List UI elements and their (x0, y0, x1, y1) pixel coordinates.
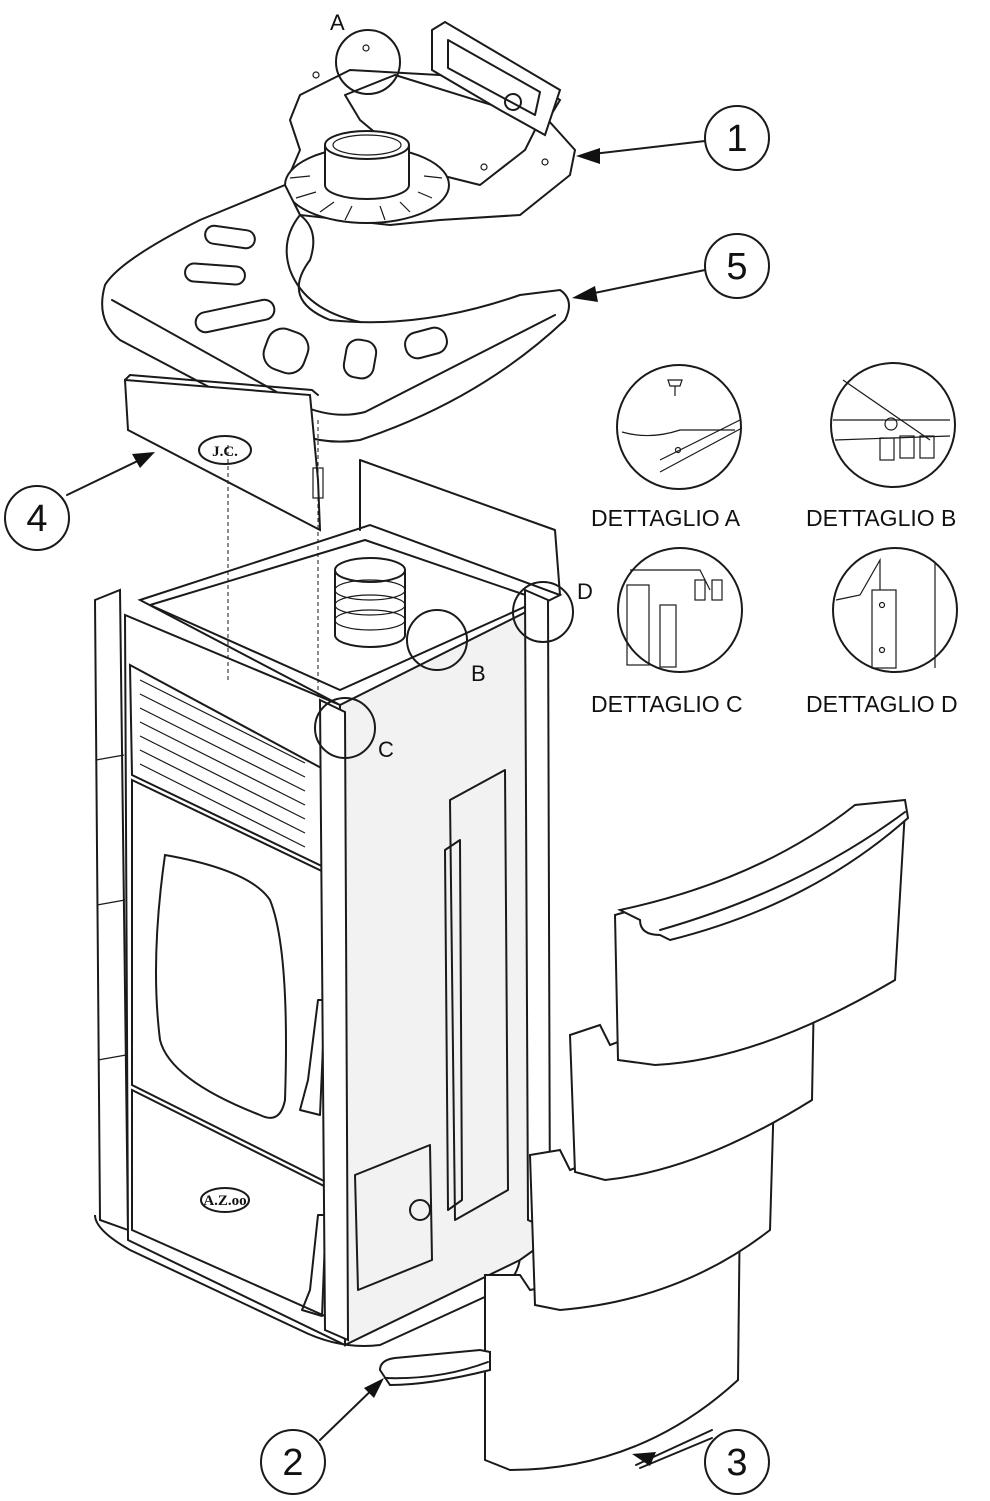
letter-d: D (577, 579, 593, 604)
detail-view-d (832, 547, 958, 673)
caption-detail-b: DETTAGLIO B (806, 505, 956, 531)
letter-a: A (330, 10, 345, 35)
callout-1-label: 1 (726, 118, 747, 160)
detail-view-a (616, 364, 743, 490)
detail-locators: A B C D (314, 10, 593, 762)
detail-view-c (617, 547, 743, 673)
callout-4-label: 4 (26, 498, 47, 540)
callout-5-label: 5 (726, 246, 747, 288)
detail-view-b (830, 362, 956, 488)
caption-detail-c: DETTAGLIO C (591, 691, 743, 717)
part-2-base-cap (378, 1348, 491, 1387)
locator-d (512, 581, 574, 643)
locator-b (406, 609, 468, 671)
part-1-top-plate (283, 20, 577, 227)
stove-body: A.Z.oo (93, 420, 563, 1347)
part-4-front-panel: J.C. (123, 374, 324, 532)
callout-3: 3 (632, 1429, 770, 1495)
letter-b: B (471, 661, 486, 686)
callout-1: 1 (576, 105, 770, 171)
part-3-side-tiles (484, 798, 910, 1472)
door-logo: A.Z.oo (203, 1193, 246, 1209)
callout-2-label: 2 (282, 1442, 303, 1484)
caption-detail-d: DETTAGLIO D (806, 691, 958, 717)
locator-c (314, 697, 376, 759)
callout-3-label: 3 (726, 1442, 747, 1484)
caption-detail-a: DETTAGLIO A (591, 505, 741, 531)
locator-a (335, 29, 401, 95)
callout-5: 5 (572, 233, 770, 302)
part-4-logo: J.C. (212, 444, 238, 460)
callout-4: 4 (4, 452, 155, 551)
callout-2: 2 (260, 1378, 384, 1495)
letter-c: C (378, 737, 394, 762)
